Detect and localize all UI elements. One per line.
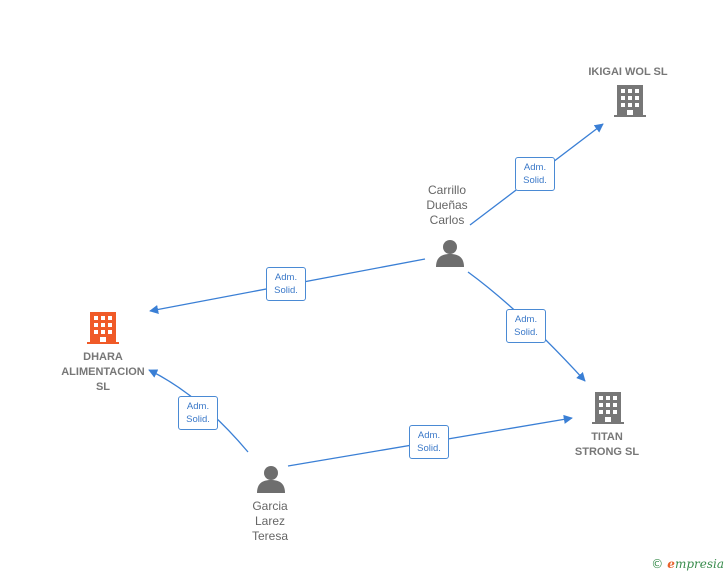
building-icon[interactable] xyxy=(592,391,624,425)
person-icon[interactable] xyxy=(435,239,465,268)
company-label-titan[interactable]: TITAN STRONG SL xyxy=(574,431,640,458)
edge-label-carrillo-ikigai: Adm. Solid. xyxy=(515,157,555,191)
edge-label-line2: Solid. xyxy=(417,443,441,454)
brand-initial: e xyxy=(667,557,675,571)
brand-logo: ©empresia xyxy=(651,557,724,571)
edge-label-line2: Solid. xyxy=(523,175,547,186)
person-icon[interactable] xyxy=(256,465,286,494)
edge-label-line1: Adm. xyxy=(274,272,298,283)
building-icon[interactable] xyxy=(87,311,119,345)
edge-label-line2: Solid. xyxy=(274,285,298,296)
edge-label-line2: Solid. xyxy=(514,327,538,338)
edge-label-line2: Solid. xyxy=(186,414,210,425)
building-icon[interactable] xyxy=(614,84,646,118)
edge-label-line1: Adm. xyxy=(523,162,547,173)
copyright-symbol: © xyxy=(651,557,664,571)
brand-name: mpresia xyxy=(674,557,724,571)
company-label-dhara[interactable]: DHARA ALIMENTACION SL xyxy=(61,351,145,393)
edge-label-line1: Adm. xyxy=(514,314,538,325)
edge-label-line1: Adm. xyxy=(417,430,441,441)
person-label-garcia[interactable]: Garcia Larez Teresa xyxy=(251,499,289,543)
company-label-ikigai[interactable]: IKIGAI WOL SL xyxy=(588,66,668,78)
edge-label-line1: Adm. xyxy=(186,401,210,412)
edge-label-carrillo-titan: Adm. Solid. xyxy=(506,309,546,343)
edge-label-carrillo-dhara: Adm. Solid. xyxy=(266,267,306,301)
person-label-carrillo[interactable]: Carrillo Dueñas Carlos xyxy=(426,183,468,227)
edge-label-garcia-dhara: Adm. Solid. xyxy=(178,396,218,430)
edge-label-garcia-titan: Adm. Solid. xyxy=(409,425,449,459)
